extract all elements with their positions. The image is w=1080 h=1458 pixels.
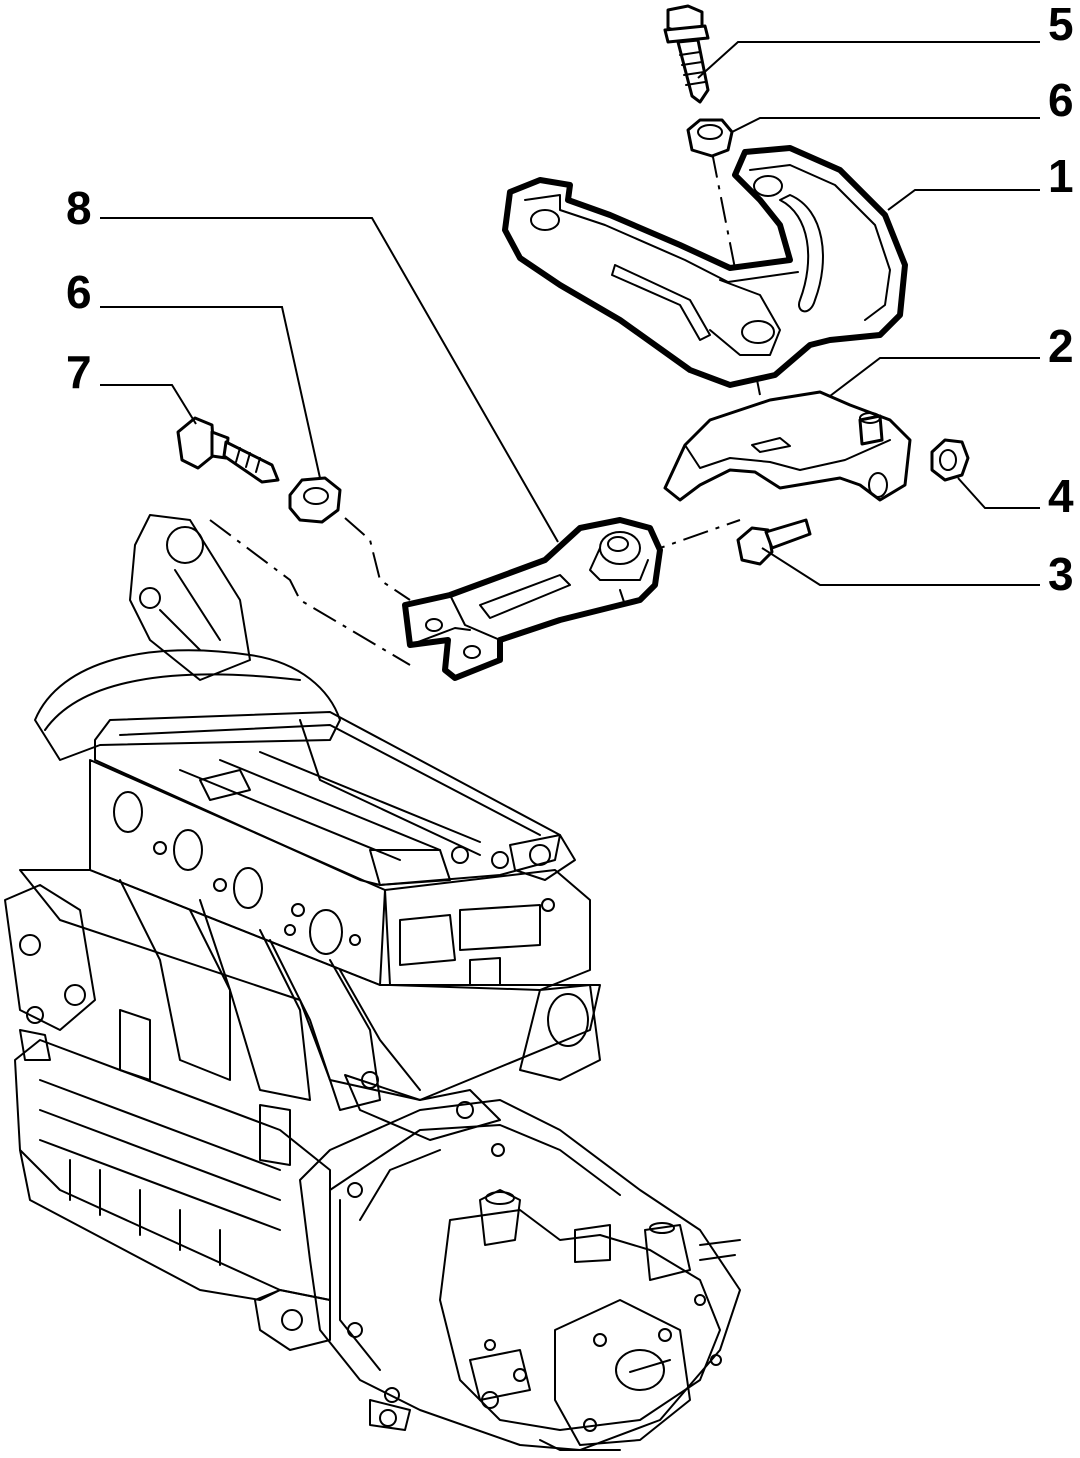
- part-6-washer-lower: [288, 476, 342, 524]
- callout-7: 7: [66, 346, 92, 398]
- callout-labels: 5 6 1 8 6 2 7 4 3: [66, 0, 1074, 600]
- callout-8: 8: [66, 182, 92, 234]
- part-5-screw: [663, 4, 710, 104]
- engine-assembly: [4, 514, 741, 1451]
- callout-6-upper: 6: [1048, 74, 1074, 126]
- part-8-torque-rod: [402, 517, 663, 681]
- callout-1: 1: [1048, 150, 1074, 202]
- part-4-nut: [930, 438, 970, 482]
- callout-2: 2: [1048, 320, 1074, 372]
- leader-lines: [100, 41, 1040, 586]
- part-3-bolt: [736, 518, 812, 566]
- callout-4: 4: [1048, 470, 1074, 522]
- part-2-mount-bracket: [663, 390, 912, 502]
- callout-3: 3: [1048, 548, 1074, 600]
- part-1-bracket: [502, 145, 908, 388]
- part-6-washer-upper: [686, 118, 734, 158]
- part-7-screw: [176, 416, 280, 484]
- callout-6-lower: 6: [66, 266, 92, 318]
- callout-5: 5: [1048, 0, 1074, 50]
